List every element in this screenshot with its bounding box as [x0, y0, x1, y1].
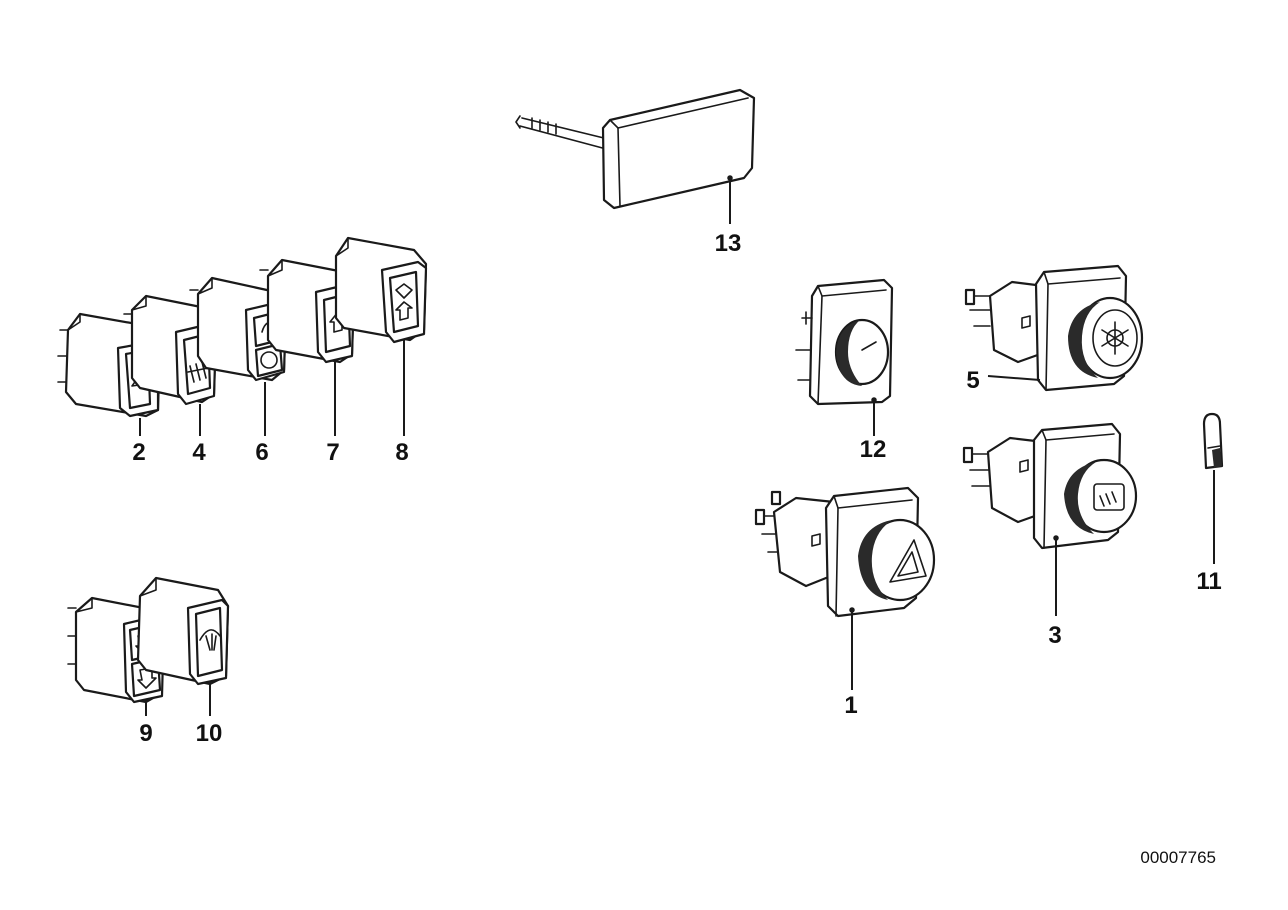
part-8-switch-double-arrow [334, 236, 428, 436]
callout-10: 10 [196, 720, 223, 747]
part-13-blank-cover [515, 88, 756, 224]
callout-12: 12 [860, 436, 887, 463]
callout-11: 11 [1196, 568, 1221, 595]
part-10-switch-wiper [136, 576, 230, 716]
part-1-hazard-switch [754, 486, 936, 690]
part-3-push-switch-defog [962, 422, 1138, 616]
callout-8: 8 [395, 439, 408, 466]
callout-3: 3 [1048, 622, 1061, 649]
callout-2: 2 [132, 439, 145, 466]
reference-number: 00007765 [1140, 848, 1216, 867]
callout-7: 7 [326, 439, 339, 466]
part-5-push-switch-fan [964, 264, 1144, 392]
callout-6: 6 [255, 439, 268, 466]
part-7-switch-arrow [259, 258, 356, 436]
part-11-bulb [1202, 412, 1224, 564]
part-12-rotary-knob [795, 278, 894, 436]
callout-13: 13 [715, 230, 742, 257]
callout-5: 5 [966, 367, 979, 394]
callout-9: 9 [139, 720, 152, 747]
callout-4: 4 [192, 439, 206, 466]
callout-1: 1 [844, 692, 857, 719]
